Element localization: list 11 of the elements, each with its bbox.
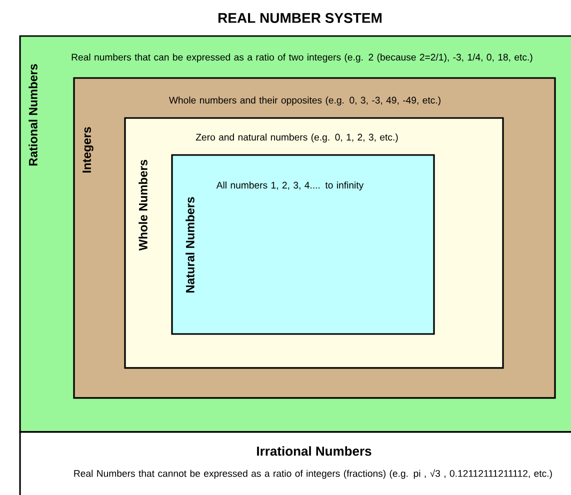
set-label: Rational Numbers bbox=[28, 64, 38, 166]
description-text: Zero and natural numbers (e.g. 0, 1, 2, 3, etc.) bbox=[196, 134, 398, 142]
description-text: Whole numbers and their opposites (e.g. 0, 3, -3, 49, -49, etc.) bbox=[168, 96, 440, 106]
set-label: Integers bbox=[82, 127, 94, 173]
set-label: Whole Numbers bbox=[138, 160, 148, 251]
description-text: Real Numbers that cannot be expressed as a ratio of integers (fractions) (e.g. pi , √3 , 0.12112111211112, etc.) bbox=[74, 469, 552, 479]
set-heading: Irrational Numbers bbox=[257, 446, 372, 456]
description-text: All numbers 1, 2, 3, 4.... to infinity bbox=[216, 182, 364, 190]
set-label: Natural Numbers bbox=[186, 197, 194, 293]
description-text: Real numbers that can be expressed as a ratio of two integers (e.g. 2 (because 2=2/1), -3, 1/4, 0, 18, etc.) bbox=[72, 54, 532, 62]
title: REAL NUMBER SYSTEM bbox=[218, 13, 382, 23]
